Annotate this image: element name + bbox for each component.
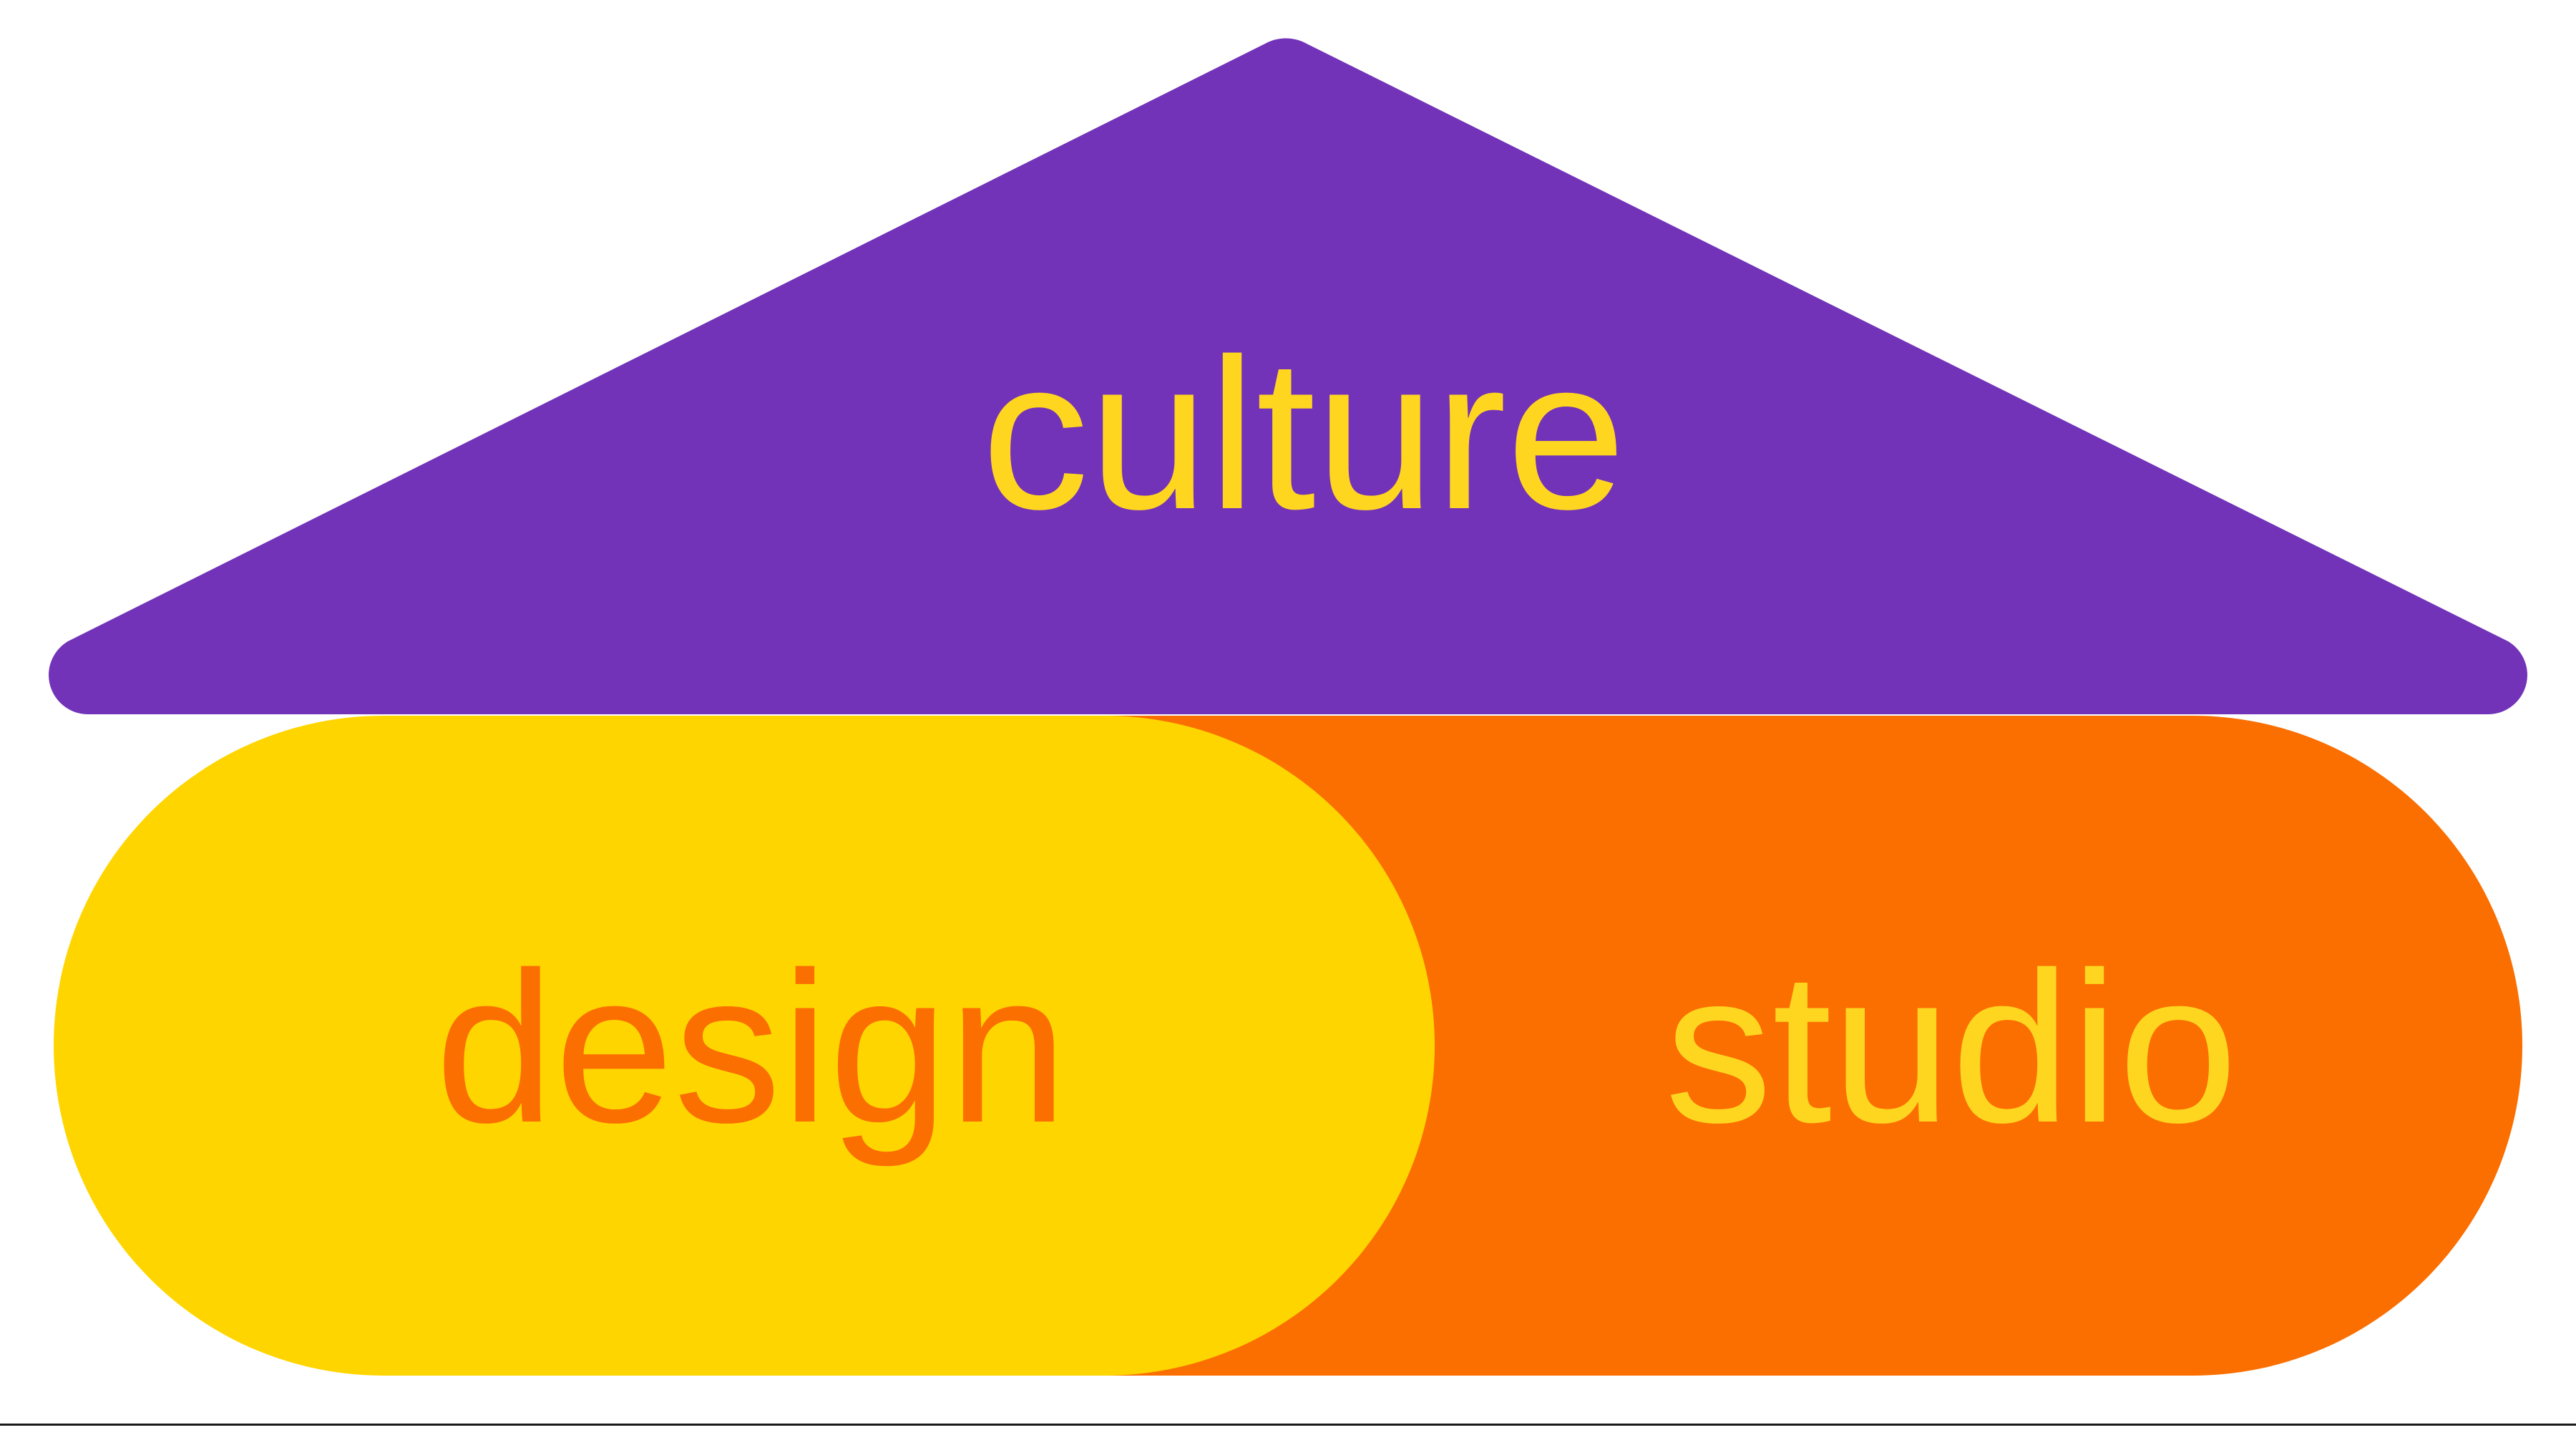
roof-label-culture: culture [982,313,1626,554]
roof-triangle[interactable] [49,38,2527,715]
page-bottom-rule [0,1424,2576,1426]
roof-shape-group[interactable]: culture [49,38,2527,715]
right-pill-label-studio: studio [1665,927,2238,1167]
left-pill-group[interactable]: design [54,716,1435,1376]
left-pill-label-design: design [435,927,1068,1169]
left-pill-design[interactable] [54,716,1435,1376]
